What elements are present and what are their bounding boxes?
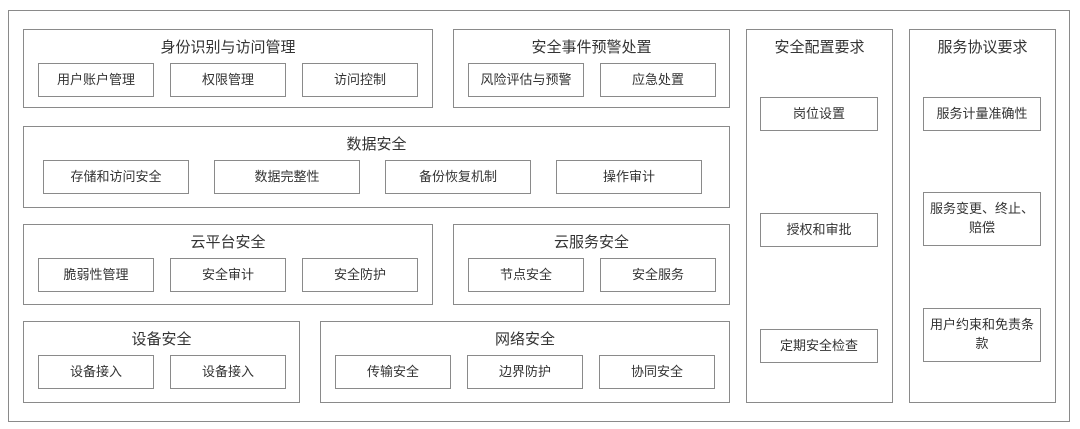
item-security-service: 安全服务: [600, 258, 716, 292]
item-node-security: 节点安全: [468, 258, 584, 292]
item-emergency-response: 应急处置: [600, 63, 716, 97]
group-identity-access: 身份识别与访问管理 用户账户管理 权限管理 访问控制: [23, 29, 433, 108]
item-data-integrity: 数据完整性: [214, 160, 360, 194]
group-data-security: 数据安全 存储和访问安全 数据完整性 备份恢复机制 操作审计: [23, 126, 730, 208]
group-cloud-platform: 云平台安全 脆弱性管理 安全审计 安全防护: [23, 224, 433, 305]
item-transmission-security: 传输安全: [335, 355, 451, 389]
group-title: 安全配置要求: [774, 38, 865, 56]
item-collaborative-security: 协同安全: [599, 355, 715, 389]
item-permissions: 权限管理: [170, 63, 286, 97]
item-device-access-2: 设备接入: [170, 355, 286, 389]
item-position-setup: 岗位设置: [760, 97, 878, 131]
item-access-control: 访问控制: [302, 63, 418, 97]
group-service-agreement: 服务协议要求 服务计量准确性 服务变更、终止、赔偿 用户约束和免责条款: [909, 29, 1056, 403]
group-title: 安全事件预警处置: [531, 38, 652, 56]
group-title: 身份识别与访问管理: [160, 38, 296, 56]
item-metering-accuracy: 服务计量准确性: [923, 97, 1041, 131]
item-boundary-protection: 边界防护: [467, 355, 583, 389]
item-service-change: 服务变更、终止、赔偿: [923, 192, 1041, 246]
diagram-frame: [8, 10, 1070, 422]
group-title: 服务协议要求: [937, 38, 1028, 56]
group-title: 网络安全: [494, 330, 555, 348]
group-network-security: 网络安全 传输安全 边界防护 协同安全: [320, 321, 730, 403]
item-risk-assessment: 风险评估与预警: [468, 63, 584, 97]
item-device-access-1: 设备接入: [38, 355, 154, 389]
group-device-security: 设备安全 设备接入 设备接入: [23, 321, 300, 403]
item-periodic-check: 定期安全检查: [760, 329, 878, 363]
item-storage-access: 存储和访问安全: [43, 160, 189, 194]
item-security-audit: 安全审计: [170, 258, 286, 292]
item-operation-audit: 操作审计: [556, 160, 702, 194]
item-security-protection: 安全防护: [302, 258, 418, 292]
group-title: 设备安全: [131, 330, 192, 348]
group-title: 云平台安全: [190, 233, 266, 251]
group-title: 数据安全: [346, 135, 407, 153]
item-user-accounts: 用户账户管理: [38, 63, 154, 97]
item-backup-recovery: 备份恢复机制: [385, 160, 531, 194]
group-incident-response: 安全事件预警处置 风险评估与预警 应急处置: [453, 29, 730, 108]
item-authorization-approval: 授权和审批: [760, 213, 878, 247]
group-cloud-service: 云服务安全 节点安全 安全服务: [453, 224, 730, 305]
item-user-constraints: 用户约束和免责条款: [923, 308, 1041, 362]
item-vulnerability-mgmt: 脆弱性管理: [38, 258, 154, 292]
group-security-config: 安全配置要求 岗位设置 授权和审批 定期安全检查: [746, 29, 893, 403]
group-title: 云服务安全: [553, 233, 629, 251]
